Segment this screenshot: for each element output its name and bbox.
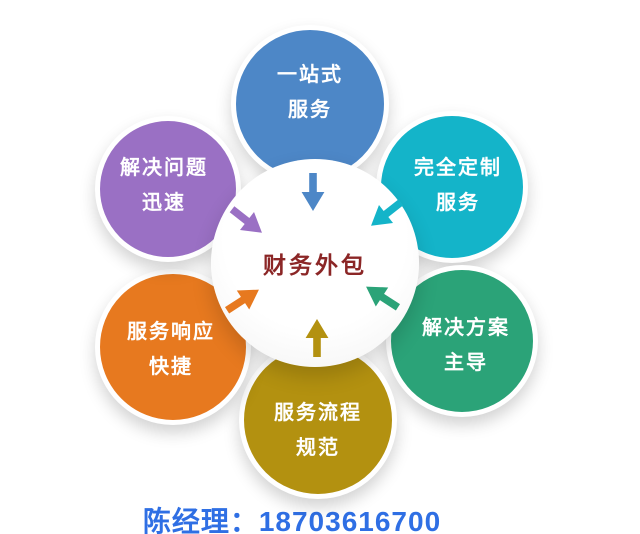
arrow-from-bottom-icon: [305, 319, 329, 357]
petal-label: 服务流程 规范: [274, 396, 362, 460]
contact-text: 陈经理：18703616700: [142, 506, 442, 534]
arrow-from-top-icon: [301, 173, 325, 211]
petal-label-line2: 快捷: [149, 356, 193, 378]
petal-label-line1: 服务流程: [274, 402, 362, 424]
petal-label-line1: 服务响应: [127, 321, 215, 343]
petal-label-line2: 服务: [436, 192, 480, 214]
petal-label-line1: 完全定制: [414, 157, 502, 179]
petal-label: 完全定制 服务: [414, 151, 502, 215]
petal-label: 一站式 服务: [277, 58, 343, 122]
petal-label-line1: 解决方案: [422, 317, 510, 339]
petal-one-stop-service: 一站式 服务: [231, 25, 389, 183]
petal-label-line2: 服务: [288, 99, 332, 121]
petal-label: 解决方案 主导: [422, 311, 510, 375]
arrow-from-bottom-right-icon: [366, 286, 401, 311]
petal-label: 解决问题 迅速: [120, 151, 208, 215]
center-label: 财务外包: [263, 252, 367, 278]
arrow-from-top-left-icon: [229, 206, 262, 233]
petal-label-line1: 一站式: [277, 64, 343, 86]
arrow-from-top-right-icon: [371, 199, 404, 226]
arrow-from-bottom-left-icon: [224, 289, 259, 314]
petal-label-line2: 迅速: [142, 192, 186, 214]
petal-label-line2: 规范: [296, 437, 340, 459]
petal-label: 服务响应 快捷: [127, 315, 215, 379]
petal-label-line2: 主导: [444, 352, 488, 374]
petal-label-line1: 解决问题: [120, 157, 208, 179]
